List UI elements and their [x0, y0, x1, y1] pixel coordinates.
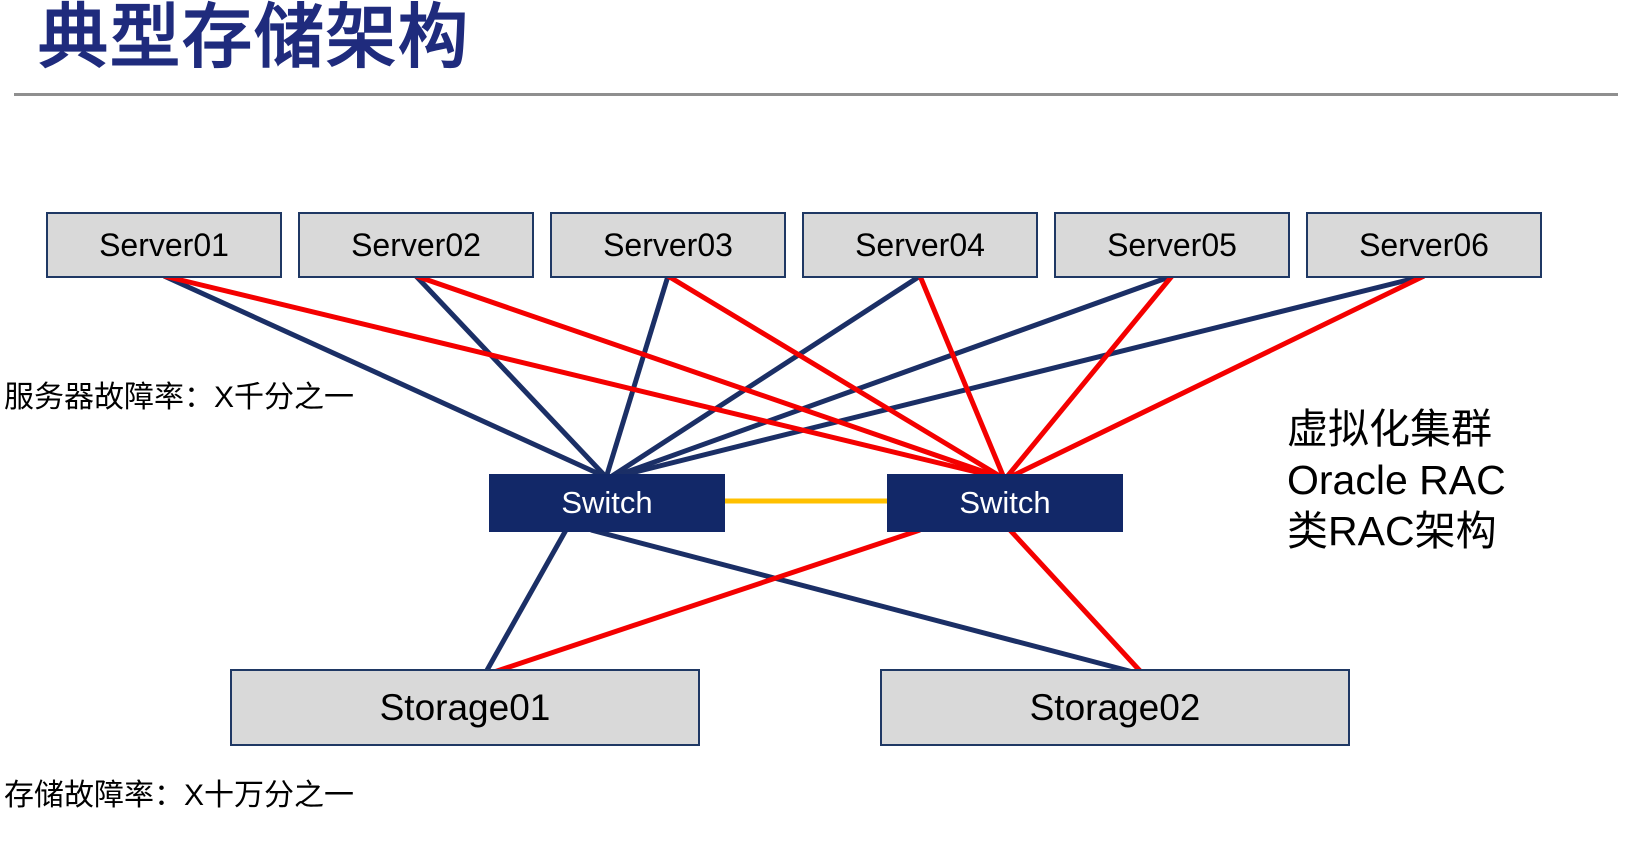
storage01-node: Storage01	[230, 669, 700, 746]
cluster-note-line-2: Oracle RAC	[1287, 457, 1506, 503]
edge-server03-to-switch-b	[666, 273, 1005, 481]
edge-server04-to-switch-a	[607, 273, 922, 481]
cluster-note-line-1: 虚拟化集群	[1287, 406, 1492, 452]
edge-switch-a-to-storage01	[483, 528, 569, 674]
edge-switch-a-to-storage02	[590, 527, 1134, 675]
switch-b-node: Switch	[887, 474, 1123, 532]
edge-switch-b-to-storage02	[1008, 528, 1143, 674]
edge-server05-to-switch-b	[1004, 274, 1174, 480]
storage-failure-label: 存储故障率：X十万分之一	[4, 779, 355, 812]
page-title: 典型存储架构	[38, 0, 470, 76]
server04-node: Server04	[802, 212, 1038, 278]
edge-server04-to-switch-b	[917, 275, 1007, 479]
cluster-note: 虚拟化集群 Oracle RAC 类RAC架构	[1287, 404, 1506, 557]
edge-server02-to-switch-b	[415, 273, 1003, 481]
edge-server01-to-switch-b	[163, 273, 1002, 481]
edge-server06-to-switch-a	[610, 273, 1425, 481]
title-divider	[14, 93, 1618, 96]
server02-node: Server02	[298, 212, 534, 278]
edge-server02-to-switch-a	[414, 274, 609, 480]
storage02-node: Storage02	[880, 669, 1350, 746]
server03-node: Server03	[550, 212, 786, 278]
edge-server03-to-switch-a	[603, 275, 671, 479]
edge-server06-to-switch-b	[1006, 273, 1426, 481]
server06-node: Server06	[1306, 212, 1542, 278]
server05-node: Server05	[1054, 212, 1290, 278]
server-failure-label: 服务器故障率：X千分之一	[4, 381, 355, 414]
edge-server05-to-switch-a	[609, 273, 1173, 481]
switch-a-node: Switch	[489, 474, 725, 532]
cluster-note-line-3: 类RAC架构	[1287, 508, 1497, 554]
edge-switch-b-to-storage01	[493, 527, 921, 675]
server01-node: Server01	[46, 212, 282, 278]
edge-server01-to-switch-a	[162, 273, 610, 481]
